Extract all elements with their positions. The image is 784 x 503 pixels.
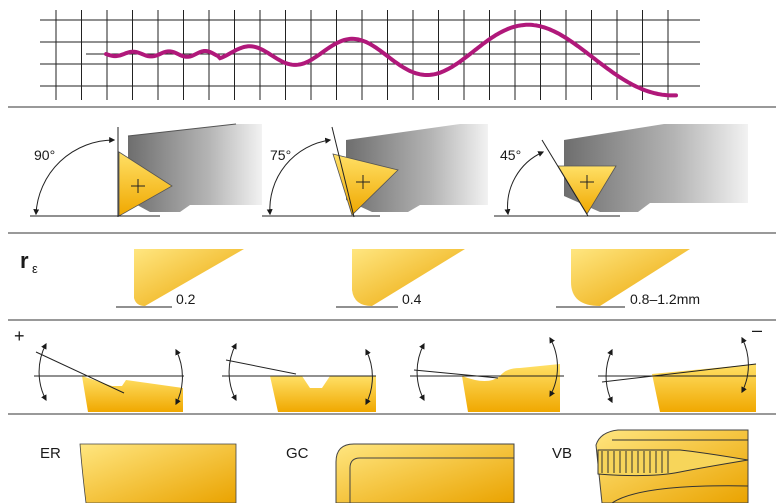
- angle-arc: [266, 137, 332, 216]
- edge-profile: [79, 443, 237, 503]
- insert: [118, 151, 173, 217]
- rake-profile-3: [410, 336, 564, 412]
- vibration-grid: [40, 10, 700, 100]
- angle-label: 45°: [500, 147, 521, 163]
- edge-chamfer-line: [349, 457, 514, 503]
- nose-radius-subscript: ε: [32, 261, 38, 276]
- rake-profile-4: [598, 336, 757, 412]
- positive-rake-sign: +: [14, 326, 25, 346]
- insert-profile: [82, 376, 183, 412]
- edge-profile: [335, 443, 515, 503]
- insert-profile: [652, 364, 756, 412]
- edge-label: GC: [286, 445, 309, 462]
- insert-tip: [134, 249, 244, 306]
- rake-profile-2: [222, 342, 376, 412]
- entering-angle-tool-75: 75°: [262, 124, 488, 218]
- edge-label: VB: [552, 445, 572, 462]
- edge-secondary-line: [611, 485, 749, 503]
- insert-profile: [270, 376, 376, 412]
- wear-hatching: [601, 451, 669, 473]
- tool-holder: [346, 124, 488, 212]
- vibration-wave: [104, 22, 678, 98]
- rake-profile-1: [34, 342, 184, 412]
- wear-land: [597, 449, 749, 477]
- radius-label: 0.8–1.2mm: [630, 291, 700, 307]
- insert-tip: [571, 249, 690, 306]
- entering-angle-tool-45: 45°: [494, 124, 748, 217]
- nose-radius-02: 0.2: [116, 249, 244, 308]
- nose-radius-panel: r ε 0.2 0.4 0.8–1.2mm: [20, 248, 700, 308]
- angle-label: 90°: [34, 147, 55, 163]
- edge-vb: VB: [552, 429, 749, 503]
- angle-arc: [33, 136, 116, 216]
- nose-radius-symbol: r: [20, 248, 29, 273]
- edge-label: ER: [40, 445, 61, 462]
- tool-holder: [564, 124, 748, 212]
- nose-radius-04: 0.4: [336, 249, 465, 308]
- insert-profile: [462, 364, 560, 412]
- insert-tip: [352, 249, 465, 306]
- rake-angle-panel: + –: [14, 320, 762, 412]
- angle-label: 75°: [270, 147, 291, 163]
- entering-angle-panel: 90° 75° 45°: [30, 123, 748, 218]
- insert-center-mark: [356, 175, 370, 189]
- negative-rake-sign: –: [752, 320, 762, 340]
- radius-label: 0.4: [402, 291, 422, 307]
- radius-label: 0.2: [176, 291, 196, 307]
- edge-er: ER: [40, 443, 237, 503]
- edge-gc: GC: [286, 443, 515, 503]
- insert-center-mark: [580, 175, 594, 189]
- insert-center-mark: [131, 179, 145, 193]
- vibration-panel: [40, 10, 700, 100]
- angle-arc: [504, 151, 545, 216]
- nose-radius-08-12: 0.8–1.2mm: [556, 249, 700, 308]
- entering-angle-tool-90: 90°: [30, 123, 262, 217]
- edge-treatment-panel: ER GC VB: [40, 429, 749, 503]
- insert: [332, 153, 399, 216]
